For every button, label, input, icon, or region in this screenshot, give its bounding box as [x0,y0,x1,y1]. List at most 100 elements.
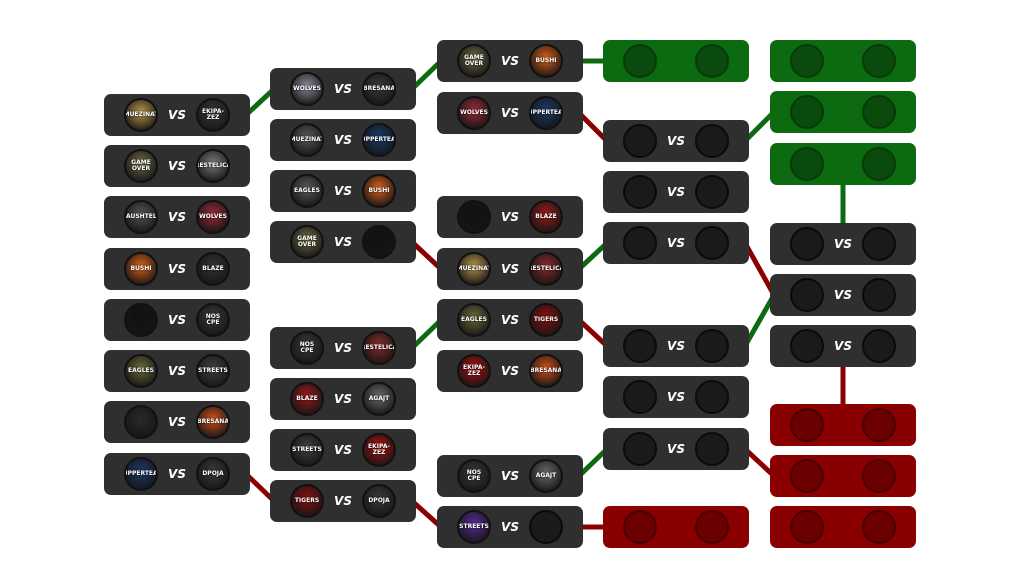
vs-label: VS [667,134,685,148]
match-card[interactable]: WOLVESVSSUPPERTEAM [437,92,583,134]
eagle-gray-logo-icon: EAGLES [290,174,324,208]
vs-label: VS [501,520,519,534]
vs-label: VS [667,390,685,404]
soldier-gray-logo-icon: MUEZINAT [290,123,324,157]
empty-team-slot [623,432,657,466]
match-card[interactable] [770,506,916,548]
wolf-white-logo-icon: WOLVES [290,72,324,106]
loss-connector [410,240,443,271]
letter-s-logo-icon: SUPPERTEAM [529,96,563,130]
match-card[interactable] [770,40,916,82]
match-card[interactable]: VS [603,171,749,213]
vs-label: VS [501,313,519,327]
vs-label: VS [334,235,352,249]
street-purple-logo-icon: STREETS [457,510,491,544]
team-name: MUEZINAT [124,111,158,118]
empty-team-slot [862,459,896,493]
red-soldier-logo-icon: TIGERS [529,303,563,337]
game-over-text-logo-icon: GAME OVER [290,225,324,259]
match-card[interactable] [770,143,916,185]
red-soldier-logo-icon: TIGERS [290,484,324,518]
team-name: RESTELICA [196,162,230,169]
vs-label: VS [501,364,519,378]
team-name: BUSHI [535,57,557,64]
team-name: SUPPERTEAM [126,470,158,477]
match-card[interactable]: VS [603,428,749,470]
win-connector [410,59,443,91]
loss-connector [743,447,776,478]
match-card[interactable]: GAME OVER VS [270,221,416,263]
vs-label: VS [334,133,352,147]
team-name: BRESANA [197,418,229,425]
team-name: NOS CPE [466,469,482,482]
letter-s-logo-icon: SUPPERTEAM [124,457,158,491]
black-eagle-logo-icon: EKIPA-ZEZ [196,98,230,132]
restelica-text-logo-icon: RESTELICA [196,149,230,183]
soldier-gold-logo-icon: MUEZINAT [124,98,158,132]
team-name: BUSHI [130,265,152,272]
team-name: EKIPA-ZEZ [368,443,390,456]
match-card[interactable]: VS [603,120,749,162]
match-card[interactable]: TIGERS VS DPOJA [270,480,416,522]
vs-label: VS [168,313,186,327]
baushtell-text-logo-icon: BAUSHTELL [124,200,158,234]
match-card[interactable]: SUPPERTEAM VS DPOJA [104,453,250,495]
match-card[interactable]: BAUSHTELLVSWOLVES [104,196,250,238]
empty-team-slot [623,226,657,260]
vs-label: VS [168,467,186,481]
street-gray-logo-icon: STREETS [290,433,324,467]
team-name: BUSHI [368,187,390,194]
team-name: STREETS [292,446,322,453]
match-card[interactable] [770,91,916,133]
empty-team-slot [790,44,824,78]
team-name: BLAZE [535,213,557,220]
empty-team-slot [790,147,824,181]
team-name: AGAJT [535,472,557,479]
match-card[interactable] [603,40,749,82]
match-card[interactable]: VS [770,223,916,265]
match-card[interactable] [770,404,916,446]
match-card[interactable]: VS [603,222,749,264]
empty-team-slot [623,124,657,158]
match-card[interactable]: STREETS VS [437,506,583,548]
match-card[interactable]: VS [603,376,749,418]
red-wolf-logo-icon: WOLVES [196,200,230,234]
team-name: DPOJA [368,497,390,504]
skull-logo-icon: NOS CPE [290,331,324,365]
vs-label: VS [334,494,352,508]
empty-team-slot [790,227,824,261]
loss-connector [577,318,609,348]
match-card[interactable]: VS [603,325,749,367]
match-card[interactable]: MUEZINATVSSUPPERTEAM [270,119,416,161]
match-card[interactable]: VS [770,325,916,367]
empty-team-slot [862,44,896,78]
team-name: DPOJA [202,470,224,477]
vs-label: VS [168,364,186,378]
game-over-text-logo-icon: GAME OVER [124,149,158,183]
orange-beast-logo-icon: BUSHI [362,174,396,208]
match-card[interactable] [603,506,749,548]
match-card[interactable] [770,455,916,497]
team-name: STREETS [198,367,228,374]
empty-team-slot [790,510,824,544]
empty-team-slot [862,147,896,181]
match-card[interactable]: VS [770,274,916,316]
